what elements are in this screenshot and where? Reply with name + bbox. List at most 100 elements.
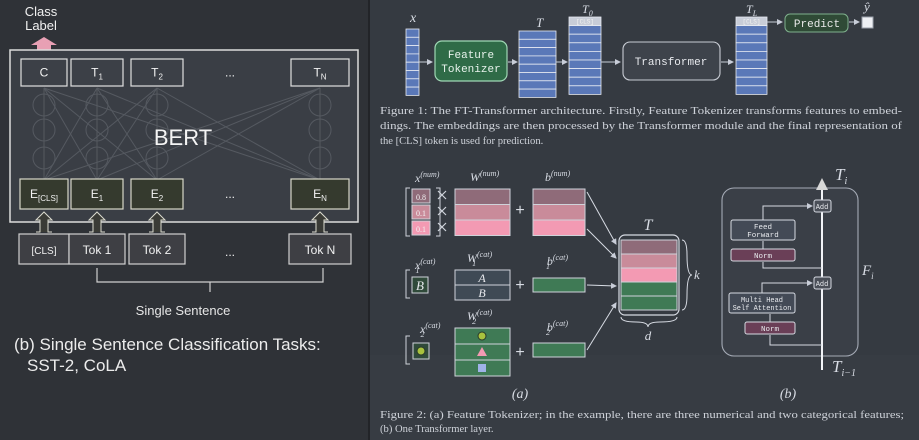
- num-value-0: 0.8: [416, 193, 426, 202]
- yhat-label: ŷ: [862, 0, 870, 14]
- token-3-label: ...: [225, 245, 235, 259]
- col-t-cell: [518, 55, 557, 65]
- transformer-layer-diagram: Add Add Feed Forward Norm Multi Head Sel…: [721, 165, 874, 402]
- class-label-arrow: [31, 37, 57, 50]
- norm-label-top: Norm: [754, 253, 773, 261]
- x-num-label: x(num): [414, 170, 440, 185]
- col-x-cell: [405, 53, 420, 63]
- output-2-label: T2: [151, 66, 163, 82]
- x1-bracket: [405, 269, 410, 299]
- embedding-0-box: [19, 178, 69, 210]
- w-num-row-1: [454, 204, 511, 221]
- col-x-cell: [405, 36, 420, 46]
- token-2-label: Tok 2: [143, 243, 172, 257]
- fig1-caption-line1: Figure 1: The FT-Transformer architectur…: [380, 106, 903, 117]
- b1-cat-label: b(cat)1: [546, 253, 568, 271]
- b2-cat-cell: [532, 342, 586, 358]
- bert-network-lines: [32, 87, 332, 181]
- t-stack-row-1: [620, 253, 678, 269]
- feed-forward-label-2: Forward: [747, 232, 779, 240]
- x-input-label: x: [409, 11, 417, 26]
- embedding-4-label: EN: [313, 187, 327, 203]
- feature-tokenizer-diagram: x(num) 0.80.10.1 W(num) + b(num) x(cat)1…: [405, 169, 700, 402]
- w2-square-icon: [478, 364, 486, 372]
- col-t-cell: [518, 80, 557, 90]
- num-value-2: 0.1: [416, 225, 426, 234]
- layer-wiring: [761, 203, 822, 346]
- predict-box: [784, 13, 849, 33]
- feature-tokenizer-label-1: Feature: [448, 50, 494, 62]
- t-column: [518, 30, 557, 98]
- output-1-box: [70, 58, 124, 87]
- embedding-1-label: E1: [91, 187, 104, 203]
- w-num-row-0: [454, 188, 511, 205]
- t-stack: [620, 239, 678, 311]
- col-t-cell: [518, 72, 557, 82]
- feature-tokenizer-label-2: Tokenizer: [441, 64, 500, 76]
- embedding-3-label: ...: [225, 187, 235, 201]
- fig1-caption-line3: the [CLS] token is used for prediction.: [380, 136, 543, 147]
- x2-cat-label: x(cat)2: [419, 321, 441, 339]
- w1-cat-label: W(cat)1: [467, 250, 492, 268]
- x2-circle-icon: [416, 346, 426, 356]
- t-stack-row-0: [620, 239, 678, 255]
- d-label: d: [645, 328, 652, 343]
- w1-row-a-label: A: [477, 271, 486, 285]
- x2-bracket: [405, 335, 410, 365]
- token-4-arrow: [310, 211, 330, 233]
- num-bracket: [405, 187, 441, 237]
- embedding-2-label: E2: [151, 187, 164, 203]
- t-stack-row-4: [620, 295, 678, 311]
- sentence-bracket: [96, 268, 324, 292]
- tl-label: TL: [746, 2, 758, 18]
- col-tl-cell: [735, 33, 768, 44]
- panel-a-label: (a): [512, 387, 529, 402]
- x1-cat-label: x(cat)1: [414, 257, 436, 275]
- w1-row-b-label: B: [478, 286, 486, 300]
- plus-cat1: +: [515, 277, 524, 294]
- tokenizer-arrows: [586, 191, 617, 351]
- embedding-0-label: E[CLS]: [30, 187, 58, 203]
- w2-triangle-icon: [477, 347, 487, 356]
- plus-num: +: [515, 202, 524, 219]
- col-x-cell: [405, 70, 420, 80]
- norm-label-bottom: Norm: [761, 326, 780, 334]
- output-0-label: C: [40, 66, 49, 80]
- add-box-bottom: [813, 276, 832, 290]
- fig2-caption-line2: (b) One Transformer layer.: [380, 424, 494, 435]
- token-0-label: [CLS]: [31, 246, 56, 257]
- num-value-0-cell: [411, 188, 431, 204]
- token-1-box: [68, 233, 126, 265]
- tl-column: [CLS]: [735, 16, 768, 95]
- add-label-bottom: Add: [816, 281, 829, 289]
- output-2-box: [130, 58, 184, 87]
- b1-cat-cell: [532, 277, 586, 293]
- mhsa-label-2: Self Attention: [733, 305, 792, 313]
- add-box-top: [813, 199, 832, 213]
- ti1-label: Ti−1: [832, 357, 856, 379]
- x1-value: B: [416, 278, 424, 293]
- num-value-2-cell: [411, 220, 431, 236]
- t-stack-frame: [618, 234, 680, 316]
- w1-row-b: [454, 284, 511, 301]
- k-label: k: [694, 267, 700, 282]
- num-value-1: 0.1: [416, 209, 426, 218]
- w-num-label: W(num): [470, 169, 499, 184]
- bert-title: BERT: [154, 125, 212, 150]
- num-value-1-cell: [411, 204, 431, 220]
- output-1-label: T1: [91, 66, 103, 82]
- b2-cat-label: b(cat)2: [546, 319, 568, 337]
- bert-caption-line1: (b) Single Sentence Classification Tasks…: [14, 335, 321, 354]
- embedding-4-box: [290, 178, 350, 210]
- numerical-values: 0.8 0.1 0.1: [411, 188, 431, 236]
- col-t0-cell: [568, 25, 602, 35]
- fig2-caption-line1: Figure 2: (a) Feature Tokenizer; in the …: [380, 410, 904, 421]
- col-tl-cell: [735, 59, 768, 70]
- token-1-arrow: [87, 211, 107, 233]
- col-t0-cell: [568, 59, 602, 70]
- col-t0-cell: [568, 51, 602, 61]
- ft-arrows: [419, 19, 860, 65]
